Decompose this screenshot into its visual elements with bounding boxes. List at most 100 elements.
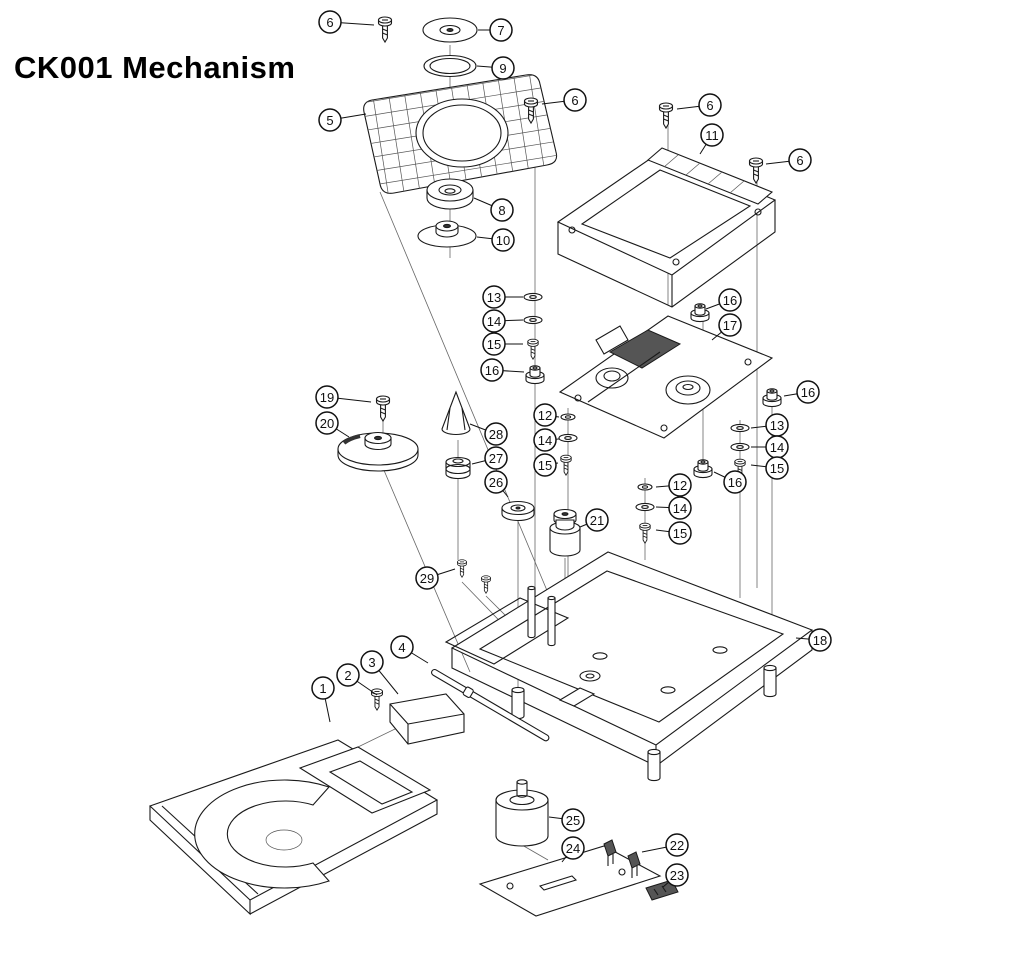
callout-14: 14 [655, 496, 692, 520]
svg-text:20: 20 [320, 416, 334, 431]
callout-4: 4 [390, 635, 429, 664]
callout-6: 6 [676, 93, 722, 117]
part-10-hub-disc [417, 220, 477, 248]
svg-text:12: 12 [538, 408, 552, 423]
svg-text:18: 18 [813, 633, 827, 648]
callout-5: 5 [318, 108, 367, 132]
callout-16: 16 [713, 470, 747, 494]
part-17-traverse-assembly [558, 315, 774, 439]
callout-24: 24 [561, 836, 585, 863]
part-12-washer [560, 413, 576, 421]
svg-text:15: 15 [770, 461, 784, 476]
callout-15: 15 [482, 332, 523, 356]
callout-14: 14 [751, 435, 789, 459]
svg-text:21: 21 [590, 513, 604, 528]
part-15-screw [527, 338, 539, 360]
part-7-clamper-disc [422, 17, 478, 43]
callout-8: 8 [473, 197, 514, 222]
part-14-washer [558, 433, 578, 443]
callout-16: 16 [705, 288, 742, 312]
part-14-washer [635, 502, 655, 512]
svg-text:15: 15 [487, 337, 501, 352]
callout-22: 22 [641, 833, 689, 857]
part-6-screw [377, 16, 393, 43]
callout-23: 23 [662, 863, 689, 888]
callout-21: 21 [579, 508, 609, 532]
svg-text:29: 29 [420, 571, 434, 586]
svg-text:24: 24 [566, 841, 580, 856]
part-16-grommet [525, 365, 545, 385]
callout-6: 6 [765, 148, 812, 172]
callout-15: 15 [750, 456, 789, 480]
part-27-roller [445, 456, 471, 480]
callout-13: 13 [750, 413, 789, 437]
callout-14: 14 [533, 428, 560, 452]
callout-25: 25 [548, 808, 585, 832]
svg-text:13: 13 [770, 418, 784, 433]
callout-29: 29 [415, 566, 456, 590]
callout-6: 6 [318, 10, 375, 34]
svg-text:6: 6 [796, 153, 803, 168]
svg-text:14: 14 [673, 501, 687, 516]
svg-text:5: 5 [326, 113, 333, 128]
svg-text:15: 15 [538, 458, 552, 473]
callout-1: 1 [311, 676, 335, 723]
part-24-switch-pcb [478, 845, 662, 917]
part-15-screw [639, 522, 651, 544]
callout-9: 9 [476, 56, 515, 80]
callout-6: 6 [541, 88, 587, 112]
part-20-turntable [337, 431, 419, 472]
part-29-screw [457, 559, 467, 578]
svg-text:23: 23 [670, 868, 684, 883]
svg-text:9: 9 [499, 61, 506, 76]
svg-text:13: 13 [487, 290, 501, 305]
part-1-disc-tray [148, 739, 439, 916]
part-22-switches [603, 839, 641, 878]
callout-14: 14 [482, 309, 524, 333]
callout-15: 15 [533, 453, 559, 477]
svg-text:15: 15 [673, 526, 687, 541]
svg-text:26: 26 [489, 475, 503, 490]
callout-2: 2 [336, 663, 378, 696]
callout-16: 16 [480, 358, 525, 382]
part-14-washer [730, 442, 750, 452]
part-13-washer [730, 423, 750, 433]
part-8-clamper-hub [426, 178, 474, 210]
part-28-cone [441, 390, 471, 436]
svg-text:11: 11 [705, 128, 719, 143]
callout-11: 11 [699, 123, 724, 155]
part-19-screw [375, 395, 391, 422]
svg-text:6: 6 [706, 98, 713, 113]
callout-16: 16 [783, 380, 820, 404]
svg-text:22: 22 [670, 838, 684, 853]
svg-text:19: 19 [320, 390, 334, 405]
part-12-washer [637, 483, 653, 491]
svg-text:16: 16 [723, 293, 737, 308]
callout-19: 19 [315, 385, 372, 409]
callout-26: 26 [484, 470, 509, 498]
svg-text:17: 17 [723, 318, 737, 333]
svg-text:2: 2 [344, 668, 351, 683]
svg-text:8: 8 [498, 203, 505, 218]
part-21-spindle-motor [549, 508, 581, 557]
part-6-screw [658, 102, 674, 129]
part-16-grommet [762, 388, 782, 408]
svg-text:28: 28 [489, 427, 503, 442]
svg-text:16: 16 [801, 385, 815, 400]
part-25-loading-motor [495, 779, 549, 847]
part-26-pulley [501, 500, 535, 522]
part-18-chassis [444, 551, 814, 782]
svg-text:14: 14 [538, 433, 552, 448]
callout-17: 17 [711, 313, 742, 341]
svg-text:10: 10 [496, 233, 510, 248]
callout-18: 18 [795, 628, 832, 652]
svg-text:25: 25 [566, 813, 580, 828]
part-23-connector [645, 879, 679, 901]
svg-text:3: 3 [368, 655, 375, 670]
part-11-loader-frame [556, 147, 777, 308]
svg-text:12: 12 [673, 478, 687, 493]
svg-text:14: 14 [770, 440, 784, 455]
